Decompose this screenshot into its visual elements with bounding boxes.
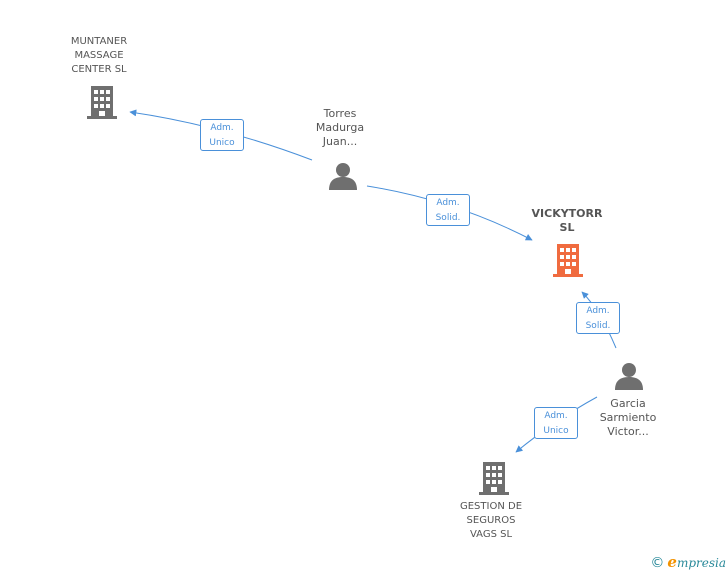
company-label-muntaner[interactable]: MUNTANER MASSAGE CENTER SL: [70, 36, 128, 75]
person-label-garcia[interactable]: Garcia Sarmiento Victor...: [599, 397, 657, 438]
relation-label-garcia-gestion: Adm.Unico: [534, 407, 578, 439]
building-icon[interactable]: [552, 242, 584, 278]
brand-logo: ©empresia: [650, 553, 726, 571]
person-icon[interactable]: [614, 362, 644, 390]
building-icon[interactable]: [86, 84, 118, 120]
copyright-icon: ©: [650, 555, 665, 571]
relation-label-garcia-vickytorr: Adm.Solid.: [576, 302, 620, 334]
relation-label-torres-vickytorr: Adm.Solid.: [426, 194, 470, 226]
relation-label-torres-muntaner: Adm.Unico: [200, 119, 244, 151]
building-icon[interactable]: [478, 460, 510, 496]
company-label-gestion[interactable]: GESTION DE SEGUROS VAGS SL: [459, 501, 523, 540]
brand-initial: e: [667, 553, 677, 571]
person-label-torres[interactable]: Torres Madurga Juan...: [315, 107, 365, 148]
company-label-vickytorr[interactable]: VICKYTORR SL: [531, 207, 603, 234]
brand-name: mpresia: [676, 556, 726, 570]
person-icon[interactable]: [328, 162, 358, 190]
